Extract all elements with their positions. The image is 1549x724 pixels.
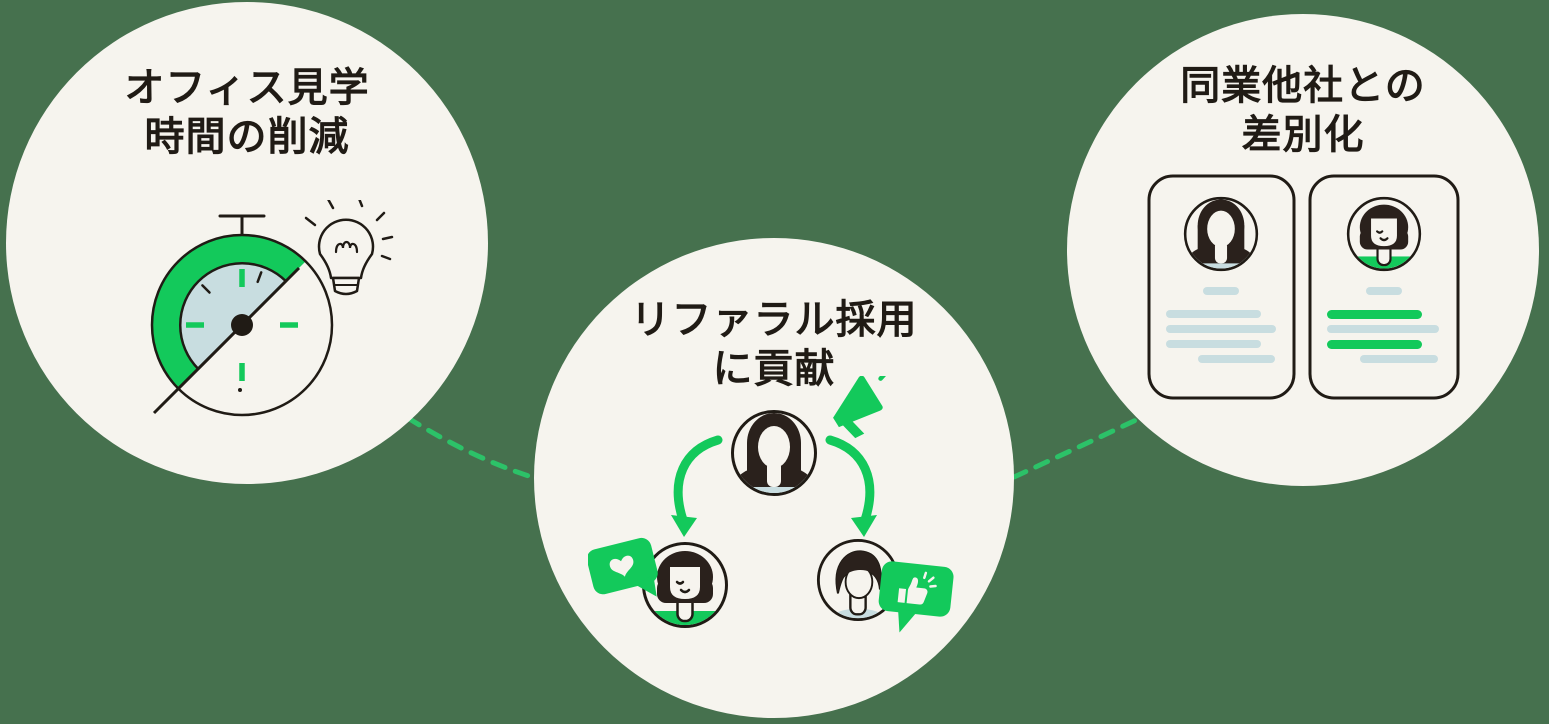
card-text-lines (1327, 287, 1439, 363)
benefit-bubble-differentiation: 同業他社との差別化 (1067, 14, 1539, 486)
title-line-2: に貢献 (712, 347, 836, 391)
arrow-down-left-icon (671, 435, 723, 537)
benefit-bubble-office-tour: オフィス見学時間の削減 (6, 2, 488, 484)
title-line-1: リファラル採用 (630, 298, 918, 342)
bubble-title-referral: リファラル採用に貢献 (534, 296, 1014, 394)
avatar-referrer-woman (732, 412, 816, 498)
stopwatch-lightbulb-illustration (150, 200, 394, 417)
bubble-title-differentiation: 同業他社との差別化 (1067, 62, 1539, 160)
title-line-2: 時間の削減 (144, 115, 350, 159)
title-line-1: 同業他社との (1180, 64, 1426, 108)
profile-card-plain (1147, 174, 1296, 400)
referral-network-illustration (588, 376, 954, 633)
megaphone-icon (833, 376, 888, 439)
bubble-title-office-tour: オフィス見学時間の削減 (6, 64, 488, 162)
dashed-connector-left-middle (405, 415, 535, 480)
benefit-bubble-referral: リファラル採用に貢献 (534, 238, 1014, 718)
avatar-card-woman (1185, 198, 1258, 272)
stopwatch-icon (150, 214, 334, 417)
title-line-1: オフィス見学 (124, 66, 370, 110)
lightbulb-rays (304, 200, 394, 261)
thumbs-up-speech-bubble-icon (878, 561, 954, 633)
card-text-lines (1166, 287, 1276, 363)
profile-cards-illustration (1147, 174, 1460, 400)
title-line-2: 差別化 (1241, 113, 1365, 157)
avatar-card-woman-bob (1348, 198, 1421, 272)
arrow-down-right-icon (825, 435, 877, 537)
avatar-candidate-woman (643, 544, 727, 630)
heart-speech-bubble-icon (588, 537, 658, 597)
lightbulb-icon (304, 200, 394, 296)
dashed-connector-middle-right (1011, 417, 1139, 480)
profile-card-highlighted (1308, 174, 1460, 400)
